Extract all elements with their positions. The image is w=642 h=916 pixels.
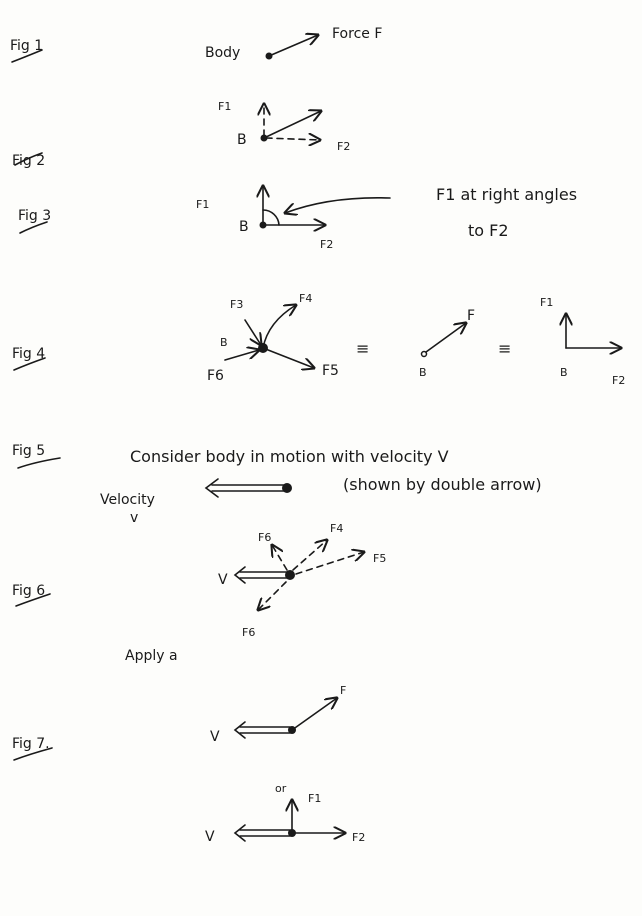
velocity-label: Velocity bbox=[100, 492, 155, 508]
figure-5: Fig 5 Consider body in motion with veloc… bbox=[12, 443, 542, 526]
figure-6: Fig 6 V F6 F4 F5 F6 Apply a bbox=[12, 522, 386, 664]
body-dot bbox=[420, 350, 428, 358]
f5-dashed-arrow bbox=[295, 552, 364, 575]
pointer-arrow bbox=[285, 196, 391, 213]
underline bbox=[19, 221, 48, 234]
velocity-arrowhead bbox=[233, 566, 246, 584]
body-dot bbox=[282, 483, 292, 493]
b-label: B bbox=[560, 366, 568, 379]
velocity-arrowhead bbox=[233, 721, 246, 739]
f5-arrow bbox=[262, 347, 314, 368]
resultant-arrow bbox=[263, 111, 321, 139]
v-label: V bbox=[210, 729, 220, 745]
fig4-label: Fig 4 bbox=[12, 346, 45, 362]
b-label: B bbox=[239, 219, 249, 235]
f2-dashed-arrow bbox=[265, 138, 320, 140]
figure-2: Fig 2 F1 B F2 bbox=[12, 100, 350, 169]
f6-bottom-label: F6 bbox=[242, 626, 255, 639]
f3-arrow bbox=[244, 319, 261, 345]
f4-label: F4 bbox=[330, 522, 343, 535]
f5-label: F5 bbox=[373, 552, 386, 565]
f2-label: F2 bbox=[337, 140, 350, 153]
underline bbox=[13, 357, 46, 371]
force-arrow bbox=[268, 35, 318, 57]
figure-7: Fig 7. V F or F1 V F2 bbox=[12, 684, 365, 845]
equivalent-sign: ≡ bbox=[498, 339, 511, 358]
f-label: F bbox=[467, 308, 475, 324]
f6-bottom-dashed-arrow bbox=[258, 581, 287, 610]
underline bbox=[15, 593, 51, 607]
fig3-label: Fig 3 bbox=[18, 208, 51, 224]
f6-top-label: F6 bbox=[258, 531, 271, 544]
equivalent-sign: ≡ bbox=[356, 339, 369, 358]
figure-1: Fig 1 Body Force F bbox=[10, 26, 382, 63]
velocity-arrowhead bbox=[233, 824, 246, 842]
force-arrow bbox=[291, 698, 337, 731]
right-angle-arc bbox=[262, 209, 280, 226]
or-text: or bbox=[275, 782, 287, 795]
figure-4: Fig 4 B F3 F4 F6 F5 ≡ F B ≡ F1 B F2 bbox=[12, 292, 625, 387]
b-label: B bbox=[237, 132, 247, 148]
figure-3: Fig 3 F1 B F2 F1 at right angles to F2 bbox=[18, 185, 577, 251]
fig7-label: Fig 7. bbox=[12, 736, 50, 752]
consider-text: Consider body in motion with velocity V bbox=[130, 447, 449, 466]
f5-label: F5 bbox=[322, 363, 339, 379]
f1-label: F1 bbox=[196, 198, 209, 211]
velocity-arrowhead bbox=[204, 478, 219, 498]
f1-label: F1 bbox=[540, 296, 553, 309]
v-label: V bbox=[205, 829, 215, 845]
f6-top-dashed-arrow bbox=[272, 545, 288, 571]
f1-label: F1 bbox=[308, 792, 321, 805]
body-dot bbox=[285, 570, 295, 580]
force-label: Force F bbox=[332, 26, 382, 42]
f2-label: F2 bbox=[612, 374, 625, 387]
f2-label: F2 bbox=[320, 238, 333, 251]
body-label: Body bbox=[205, 45, 240, 61]
resultant-arrow bbox=[425, 323, 466, 353]
f1-label: F1 bbox=[218, 100, 231, 113]
f6-arrow bbox=[224, 350, 259, 361]
fig1-label: Fig 1 bbox=[10, 38, 43, 54]
fig6-label: Fig 6 bbox=[12, 583, 45, 599]
f4-label: F4 bbox=[299, 292, 312, 305]
right-angle-note-1: F1 at right angles bbox=[436, 185, 577, 204]
underline bbox=[14, 152, 43, 166]
f4-arrow bbox=[262, 305, 296, 349]
f3-label: F3 bbox=[230, 298, 243, 311]
double-arrow-note: (shown by double arrow) bbox=[343, 475, 542, 494]
fig2-label: Fig 2 bbox=[12, 153, 45, 169]
v-label: V bbox=[218, 572, 228, 588]
b-label: B bbox=[220, 336, 228, 349]
apply-text: Apply a bbox=[125, 648, 178, 664]
fig5-label: Fig 5 bbox=[12, 443, 45, 459]
f-label: F bbox=[340, 684, 346, 697]
f4-dashed-arrow bbox=[292, 540, 327, 571]
f2-label: F2 bbox=[352, 831, 365, 844]
right-angle-note-2: to F2 bbox=[468, 221, 509, 240]
underline bbox=[11, 49, 43, 63]
underline bbox=[13, 747, 53, 761]
v-label: v bbox=[130, 510, 138, 526]
f6-label: F6 bbox=[207, 368, 224, 384]
underline bbox=[17, 457, 61, 469]
b-label: B bbox=[419, 366, 427, 379]
